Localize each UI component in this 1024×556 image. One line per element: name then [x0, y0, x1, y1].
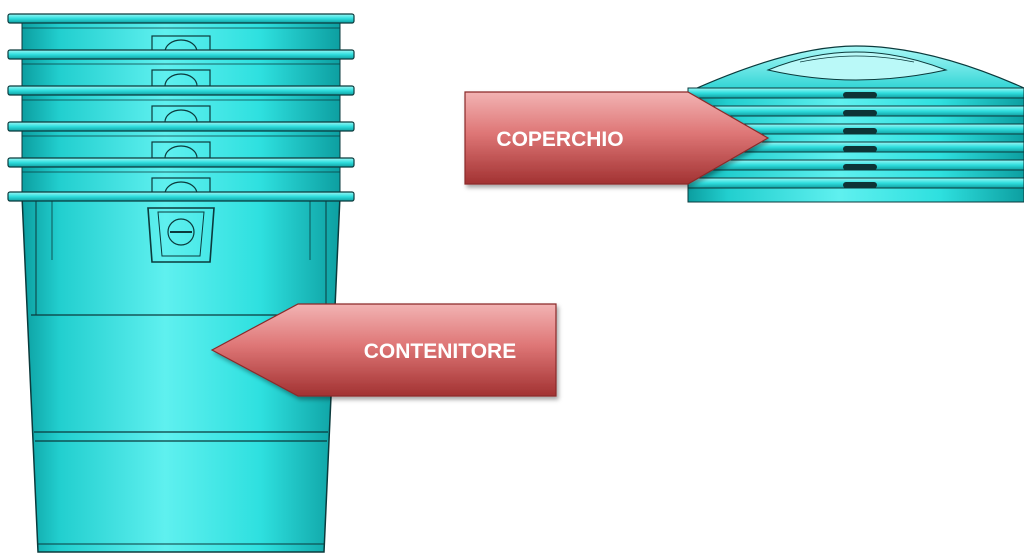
lid-vent-slots: [843, 92, 877, 188]
container-callout: CONTENITORE: [210, 303, 557, 397]
container-callout-arrow: [210, 303, 557, 397]
lid-stack-illustration: [687, 45, 1024, 203]
lid-label: COPERCHIO: [496, 128, 623, 151]
lid-callout: COPERCHIO: [464, 91, 770, 185]
container-handle-slots: [147, 35, 215, 263]
lid-knob: [766, 51, 948, 81]
container-rims: [7, 13, 355, 202]
container-label: CONTENITORE: [364, 340, 516, 363]
lid-callout-arrow: [464, 91, 770, 185]
container-stack-illustration: [7, 13, 355, 553]
container-upper-band: [21, 13, 341, 197]
